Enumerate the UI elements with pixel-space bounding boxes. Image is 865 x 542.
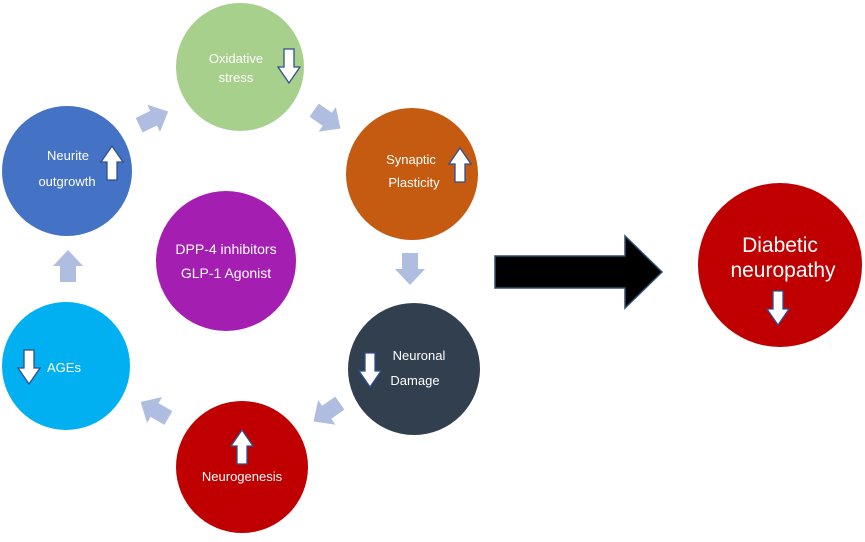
center-label-line2: GLP-1 Agonist <box>181 265 271 281</box>
neurogenesis-label: Neurogenesis <box>202 469 283 484</box>
outcome-node: Diabetic neuropathy <box>698 183 862 347</box>
center-node: DPP-4 inhibitors GLP-1 Agonist <box>156 191 296 331</box>
oxidative-label-line1: Oxidative <box>209 51 263 66</box>
cycle-arrow-neurite-to-oxidative <box>135 104 169 133</box>
center-label-line1: DPP-4 inhibitors <box>175 241 276 257</box>
arrow-up-icon <box>447 146 473 183</box>
ages-circle <box>2 302 130 430</box>
synaptic-circle <box>346 108 478 240</box>
arrow-down-icon <box>16 349 42 386</box>
main-arrow-icon <box>494 234 664 310</box>
center-circle <box>156 191 296 331</box>
oxidative-circle <box>176 3 304 131</box>
cycle-arrow-oxidative-to-synaptic <box>309 103 341 132</box>
cycle-arrow-synaptic-to-neuronal <box>395 253 425 285</box>
outcome-circle <box>698 183 862 347</box>
outcome-label-line2: neuropathy <box>730 259 836 282</box>
arrow-down-icon <box>276 48 302 85</box>
neuronal-label-line2: Damage <box>390 373 439 388</box>
arrow-down-icon <box>765 290 791 327</box>
outcome-label-line1: Diabetic <box>742 234 818 257</box>
oxidative-label-line2: stress <box>219 70 254 85</box>
cycle-arrow-ages-to-neurite <box>53 250 83 282</box>
neurite-circle <box>2 106 132 236</box>
arrow-down-icon <box>357 352 383 389</box>
neurite-label-line1: Neurite <box>47 148 89 163</box>
node-neurogenesis: Neurogenesis <box>176 401 308 533</box>
arrow-up-icon <box>229 428 255 465</box>
node-oxidative-stress: Oxidative stress <box>176 3 304 131</box>
synaptic-label-line2: Plasticity <box>388 175 440 190</box>
neuronal-label-line1: Neuronal <box>393 348 446 363</box>
cycle-arrow-neurogenesis-to-ages <box>140 397 173 425</box>
cycle-arrows <box>53 103 425 425</box>
cycle-arrow-neuronal-to-neurogenesis <box>313 396 345 425</box>
arrow-up-icon <box>99 144 125 181</box>
node-neurite-outgrowth: Neurite outgrowth <box>2 106 132 236</box>
synaptic-label-line1: Synaptic <box>386 152 436 167</box>
node-ages: AGEs <box>2 302 130 430</box>
node-synaptic-plasticity: Synaptic Plasticity <box>346 108 478 240</box>
neuronal-circle <box>348 303 480 435</box>
neurite-label-line2: outgrowth <box>38 174 95 189</box>
node-neuronal-damage: Neuronal Damage <box>348 303 480 435</box>
neurogenesis-circle <box>176 401 308 533</box>
ages-label: AGEs <box>47 360 81 375</box>
